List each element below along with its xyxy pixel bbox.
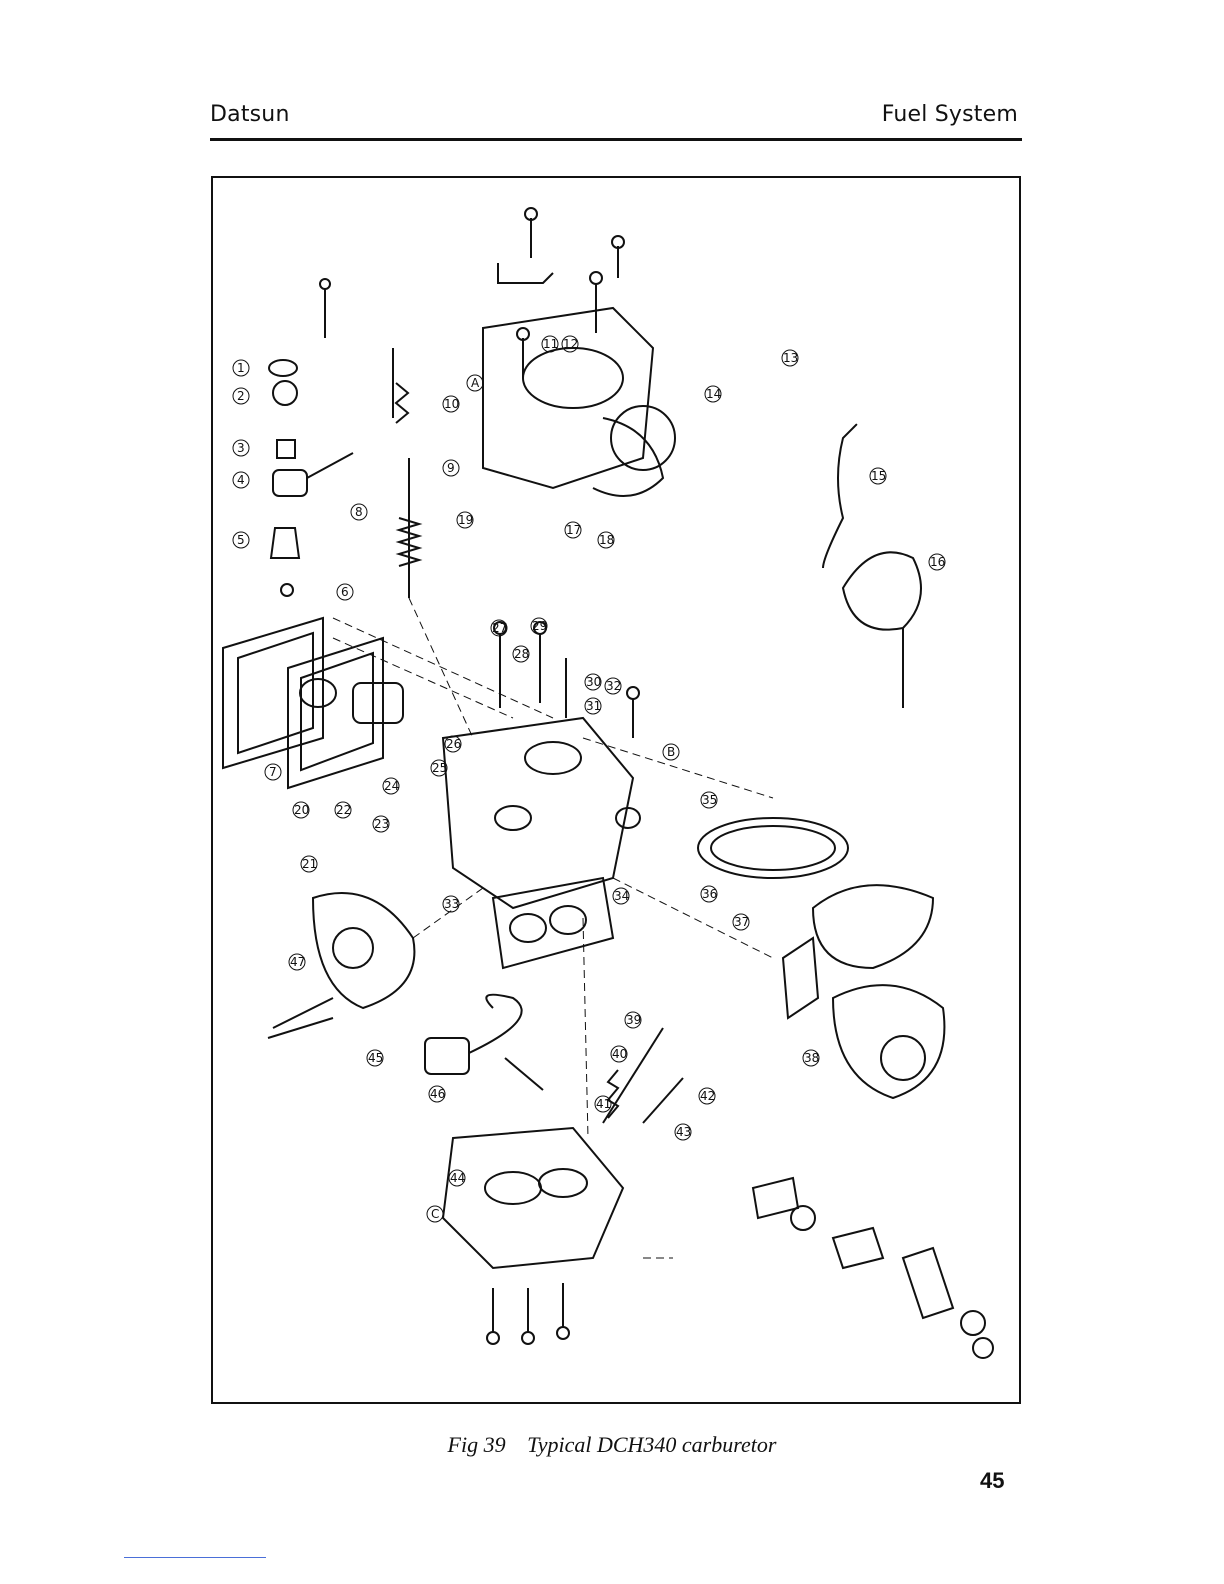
callout-22: 22 [336, 803, 351, 817]
callout-39: 39 [626, 1013, 641, 1027]
callout-8: 8 [355, 505, 363, 519]
throttle-body [443, 1128, 623, 1268]
callout-36: 36 [702, 887, 717, 901]
figure-caption: Fig 39 Typical DCH340 carburetor [0, 1432, 1224, 1458]
callout-40: 40 [612, 1047, 627, 1061]
callout-45: 45 [368, 1051, 383, 1065]
callout-2: 2 [237, 389, 245, 403]
callout-41: 41 [596, 1097, 611, 1111]
callout-24: 24 [384, 779, 399, 793]
carburetor-exploded-diagram: 1 2 3 4 5 6 7 8 9 10 11 12 13 14 15 16 1… [213, 178, 1019, 1402]
callout-46: 46 [430, 1087, 445, 1101]
callout-35: 35 [702, 793, 717, 807]
callout-13: 13 [783, 351, 798, 365]
running-header-right: Fuel System [882, 102, 1018, 127]
callout-42: 42 [700, 1089, 715, 1103]
callout-B: B [667, 745, 675, 759]
page-number: 45 [980, 1468, 1004, 1494]
vacuum-diaphragm [813, 885, 933, 968]
callout-11: 11 [543, 337, 558, 351]
figure-title: Typical DCH340 carburetor [527, 1432, 776, 1457]
callout-20: 20 [294, 803, 309, 817]
main-body [443, 718, 633, 908]
callout-37: 37 [734, 915, 749, 929]
callout-33: 33 [444, 897, 459, 911]
callout-18: 18 [599, 533, 614, 547]
callout-4: 4 [237, 473, 245, 487]
callout-C: C [431, 1207, 439, 1221]
callout-38: 38 [804, 1051, 819, 1065]
callout-29: 29 [532, 619, 547, 633]
callout-26: 26 [446, 737, 461, 751]
callout-43: 43 [676, 1125, 691, 1139]
air-horn-body [483, 308, 653, 488]
figure-number: Fig 39 [448, 1432, 506, 1457]
callout-17: 17 [566, 523, 581, 537]
choke-housing [593, 418, 663, 496]
header-rule [210, 138, 1022, 141]
callout-19: 19 [458, 513, 473, 527]
callout-30: 30 [586, 675, 601, 689]
callout-3: 3 [237, 441, 245, 455]
callout-16: 16 [930, 555, 945, 569]
callout-34: 34 [614, 889, 629, 903]
callout-6: 6 [341, 585, 349, 599]
callout-15: 15 [871, 469, 886, 483]
callout-12: 12 [563, 337, 578, 351]
callout-27: 27 [492, 621, 507, 635]
footnote-rule [124, 1557, 266, 1558]
callout-14: 14 [706, 387, 721, 401]
callout-23: 23 [374, 817, 389, 831]
callout-28: 28 [514, 647, 529, 661]
callout-25: 25 [432, 761, 447, 775]
callout-31: 31 [586, 699, 601, 713]
callout-A: A [471, 376, 480, 390]
callout-44: 44 [450, 1171, 465, 1185]
callout-1: 1 [237, 361, 245, 375]
callout-7: 7 [269, 765, 277, 779]
running-header-left: Datsun [210, 102, 290, 127]
callout-9: 9 [447, 461, 455, 475]
callout-21: 21 [302, 857, 317, 871]
callout-32: 32 [606, 679, 621, 693]
figure-frame: 1 2 3 4 5 6 7 8 9 10 11 12 13 14 15 16 1… [211, 176, 1021, 1404]
callout-47: 47 [290, 955, 305, 969]
callout-10: 10 [444, 397, 459, 411]
callout-5: 5 [237, 533, 245, 547]
auto-choke-housing [313, 893, 414, 1008]
